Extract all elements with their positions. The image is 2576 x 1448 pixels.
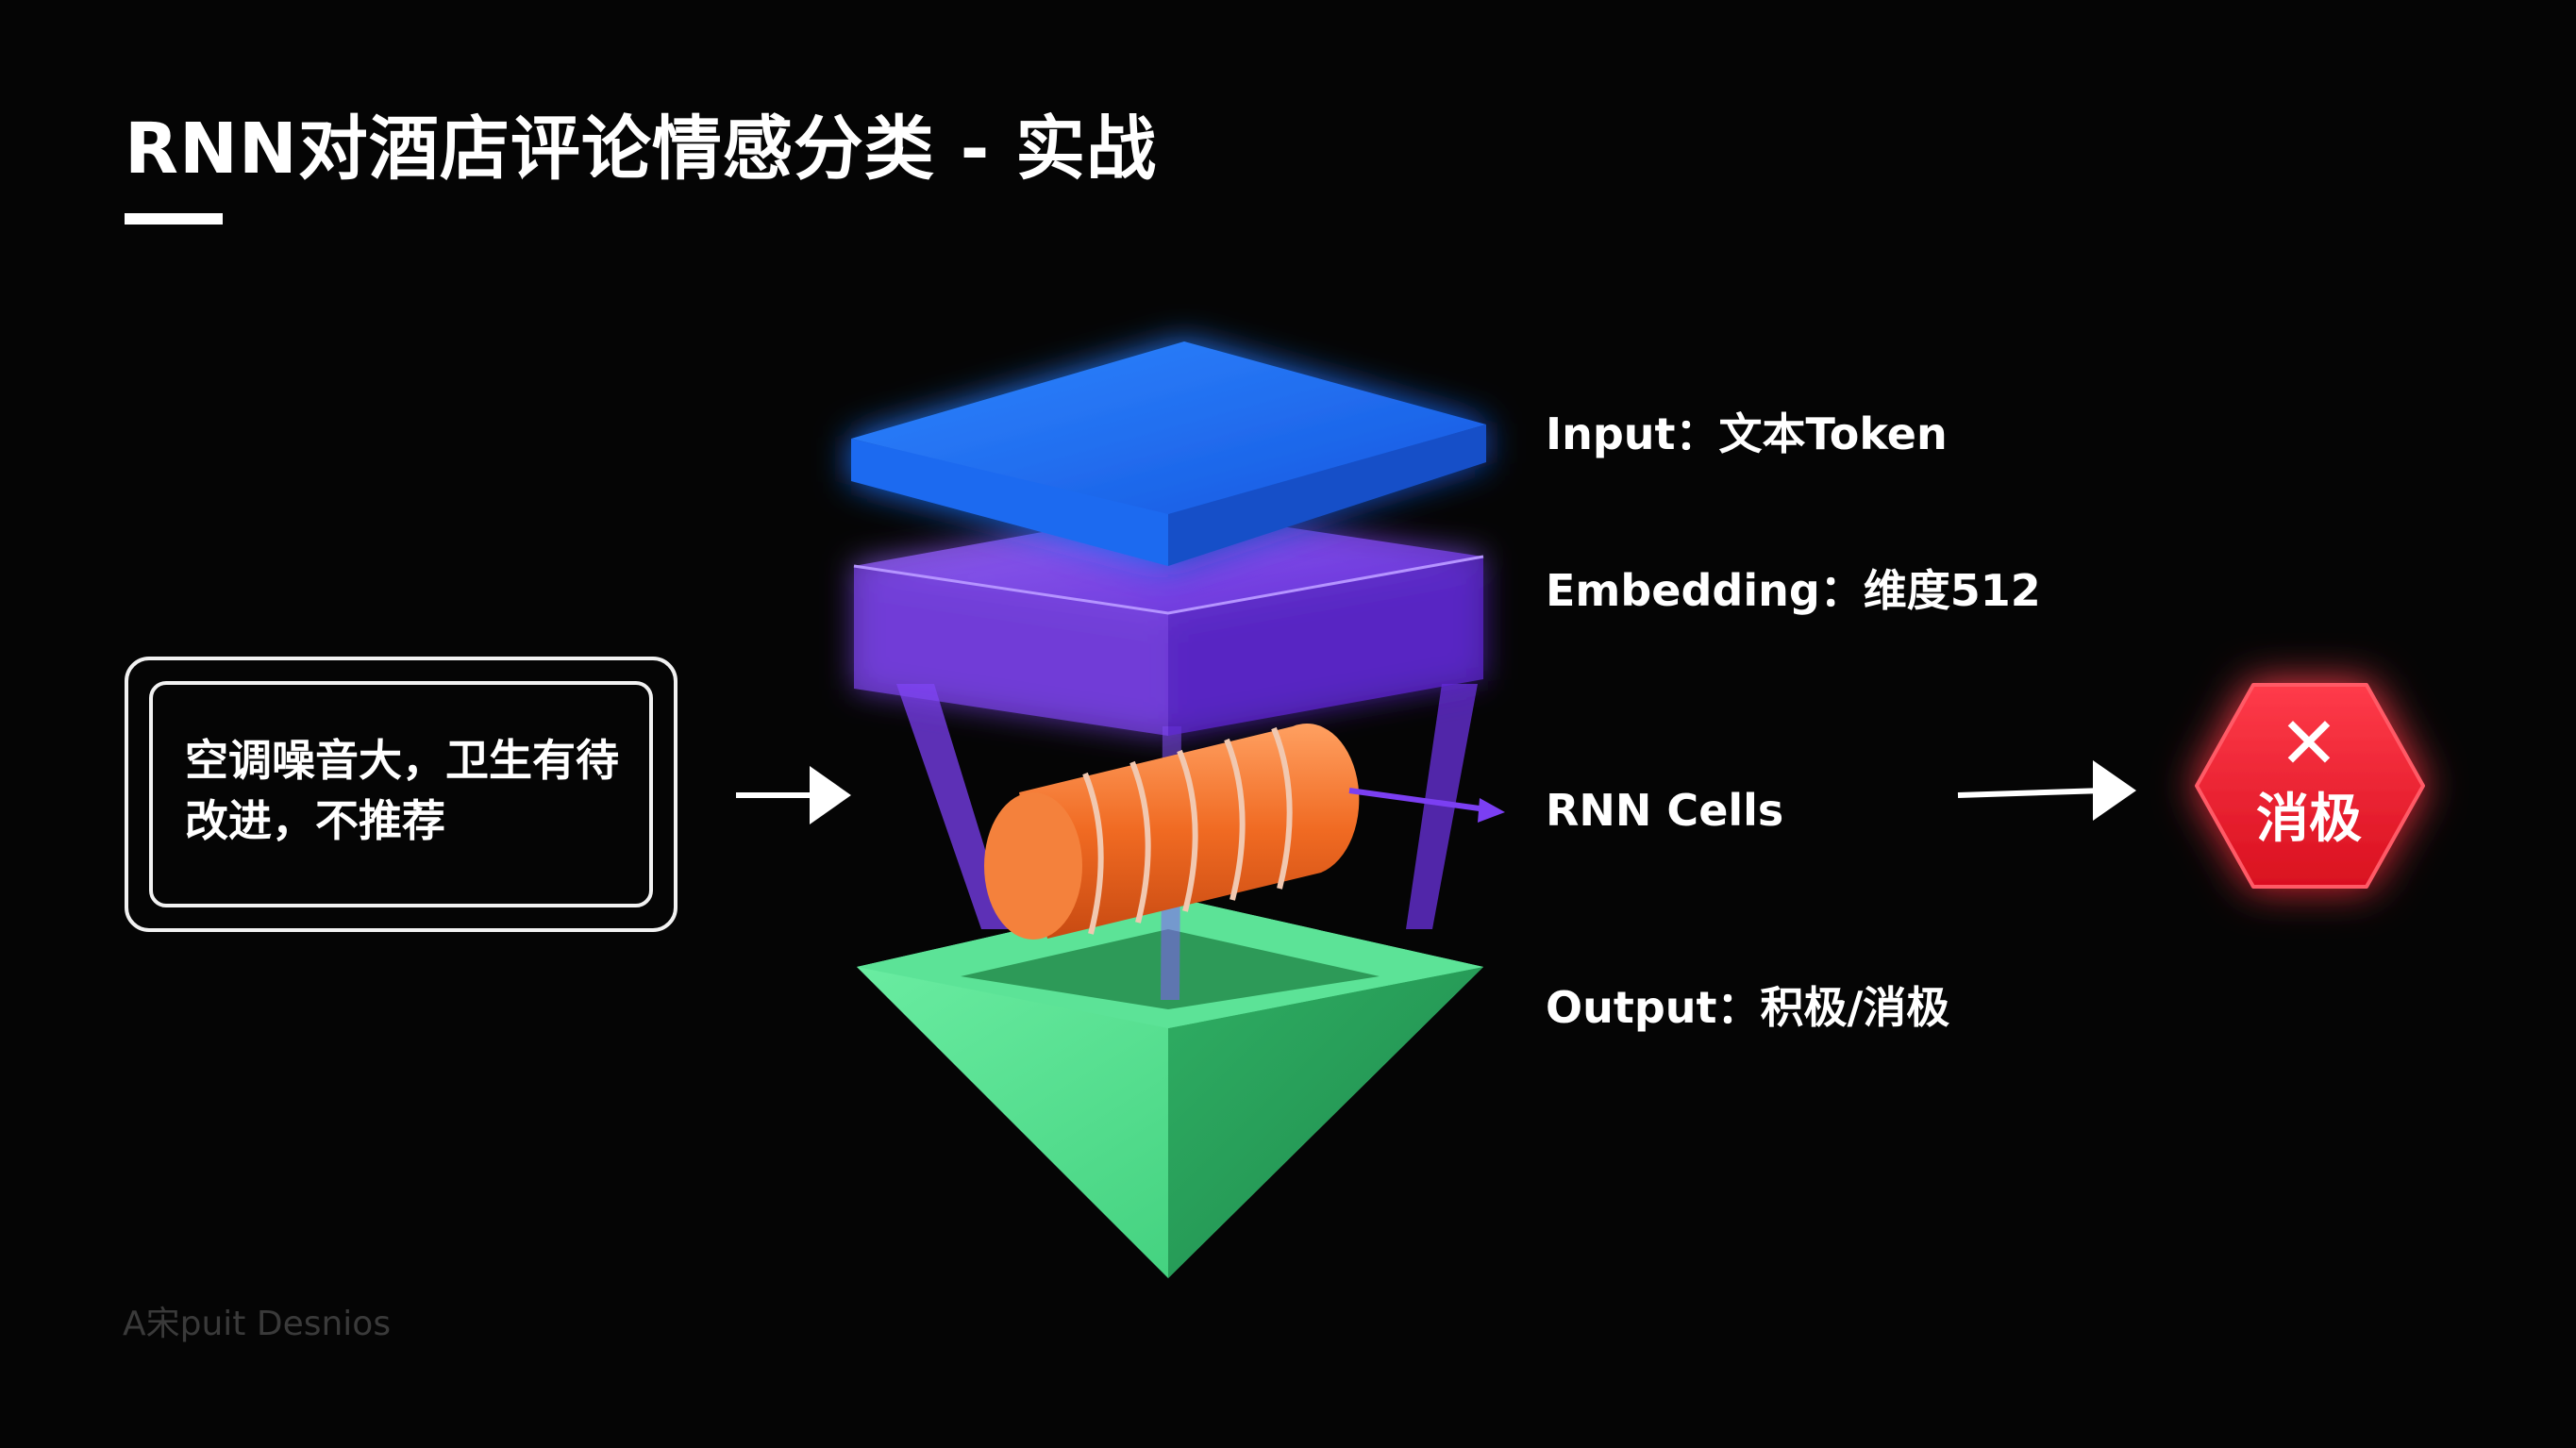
rnn-cells-label: RNN Cells [1546, 785, 1784, 836]
negative-badge-shape [2195, 683, 2425, 889]
output-layer [857, 896, 1483, 1278]
close-icon: ✕ [2279, 701, 2339, 785]
title-underline [125, 213, 223, 225]
input-layer-label: Input：文本Token [1546, 408, 1948, 459]
embedding-layer-label: Embedding：维度512 [1546, 565, 2041, 616]
rnn-cells [984, 723, 1360, 940]
result-label: 消极 [2256, 789, 2362, 850]
review-input-box: 空调噪音大，卫生有待改进，不推荐 [125, 657, 677, 932]
right-arrow-icon [736, 766, 851, 824]
page-title: RNN对酒店评论情感分类 - 实战 [125, 108, 1158, 190]
right-arrow-icon [1957, 760, 2136, 821]
output-layer-label: Output：积极/消极 [1546, 982, 1950, 1033]
review-inner-frame: 空调噪音大，卫生有待改进，不推荐 [149, 681, 653, 907]
input-layer [851, 341, 1486, 566]
review-text: 空调噪音大，卫生有待改进，不推荐 [185, 735, 619, 846]
watermark: A宋puit Desnios [123, 1305, 392, 1343]
negative-result-badge: ✕ 消极 [2191, 677, 2427, 894]
rnn-pointer-arrow [1348, 788, 1505, 823]
